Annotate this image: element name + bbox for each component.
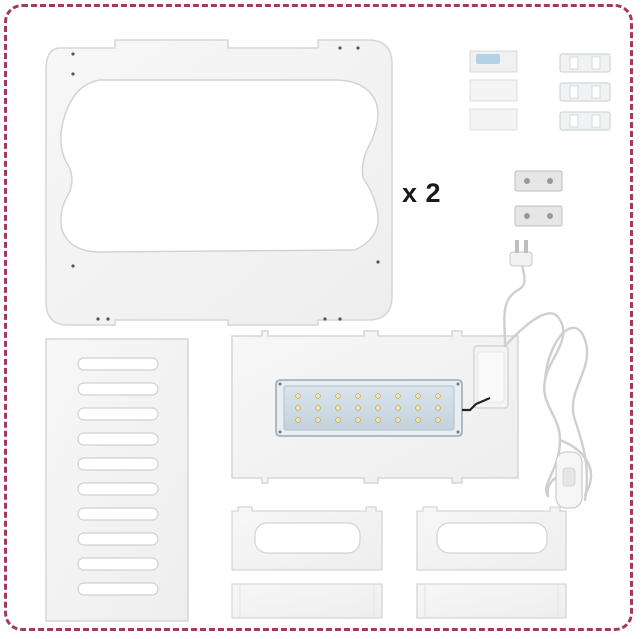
plain-strip-right: [417, 584, 566, 618]
metal-brackets: [515, 171, 562, 226]
quantity-label: x 2: [402, 178, 441, 209]
window-strip-left: [232, 507, 382, 570]
led-driver-box: [474, 346, 508, 408]
clear-clips: [560, 54, 610, 130]
vent-panel: [46, 339, 188, 621]
adhesive-pads: [470, 51, 517, 130]
plain-strip-left: [232, 584, 382, 618]
led-light-board: [276, 380, 462, 436]
window-strip-right: [417, 507, 566, 570]
inline-switch-icon: [556, 452, 582, 508]
power-plug-icon: [510, 240, 532, 266]
frame-panel: [46, 40, 392, 325]
